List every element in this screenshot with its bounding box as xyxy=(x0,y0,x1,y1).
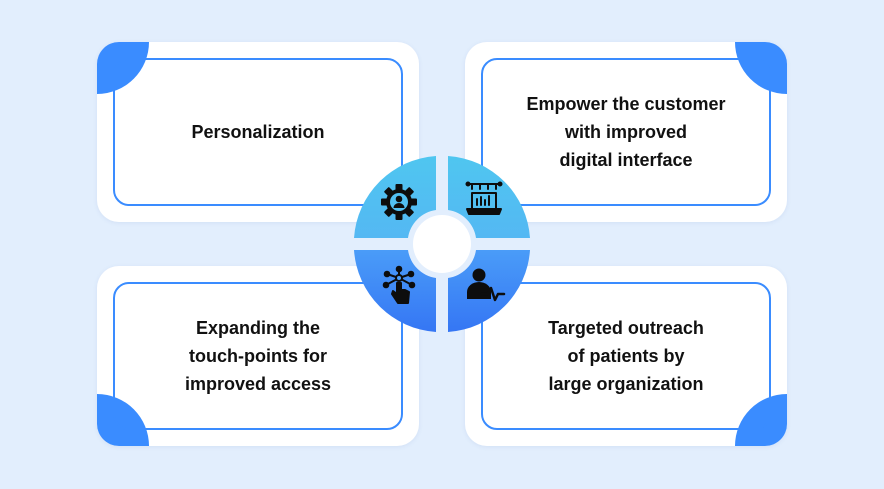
laptop-interface-icon xyxy=(465,181,503,215)
card-label: Empower the customer with improved digit… xyxy=(526,94,726,170)
card-personalization: Personalization xyxy=(97,42,419,222)
card-frame: Personalization xyxy=(113,58,403,206)
card-label: Targeted outreach of patients by large o… xyxy=(548,318,704,394)
card-frame: Targeted outreach of patients by large o… xyxy=(481,282,771,430)
card-digital-interface: Empower the customer with improved digit… xyxy=(465,42,787,222)
patient-pulse-icon xyxy=(467,268,506,302)
center-hub xyxy=(354,156,530,332)
card-touch-points: Expanding the touch-points for improved … xyxy=(97,266,419,446)
card-targeted-outreach: Targeted outreach of patients by large o… xyxy=(465,266,787,446)
card-label: Expanding the touch-points for improved … xyxy=(184,318,332,394)
touch-network-icon xyxy=(382,265,416,304)
hub-center-circle xyxy=(413,215,471,273)
card-label: Personalization xyxy=(191,122,325,142)
card-frame: Empower the customer with improved digit… xyxy=(481,58,771,206)
hub-segment-bottom-left xyxy=(354,250,436,332)
card-frame: Expanding the touch-points for improved … xyxy=(113,282,403,430)
gear-user-icon xyxy=(381,184,417,220)
